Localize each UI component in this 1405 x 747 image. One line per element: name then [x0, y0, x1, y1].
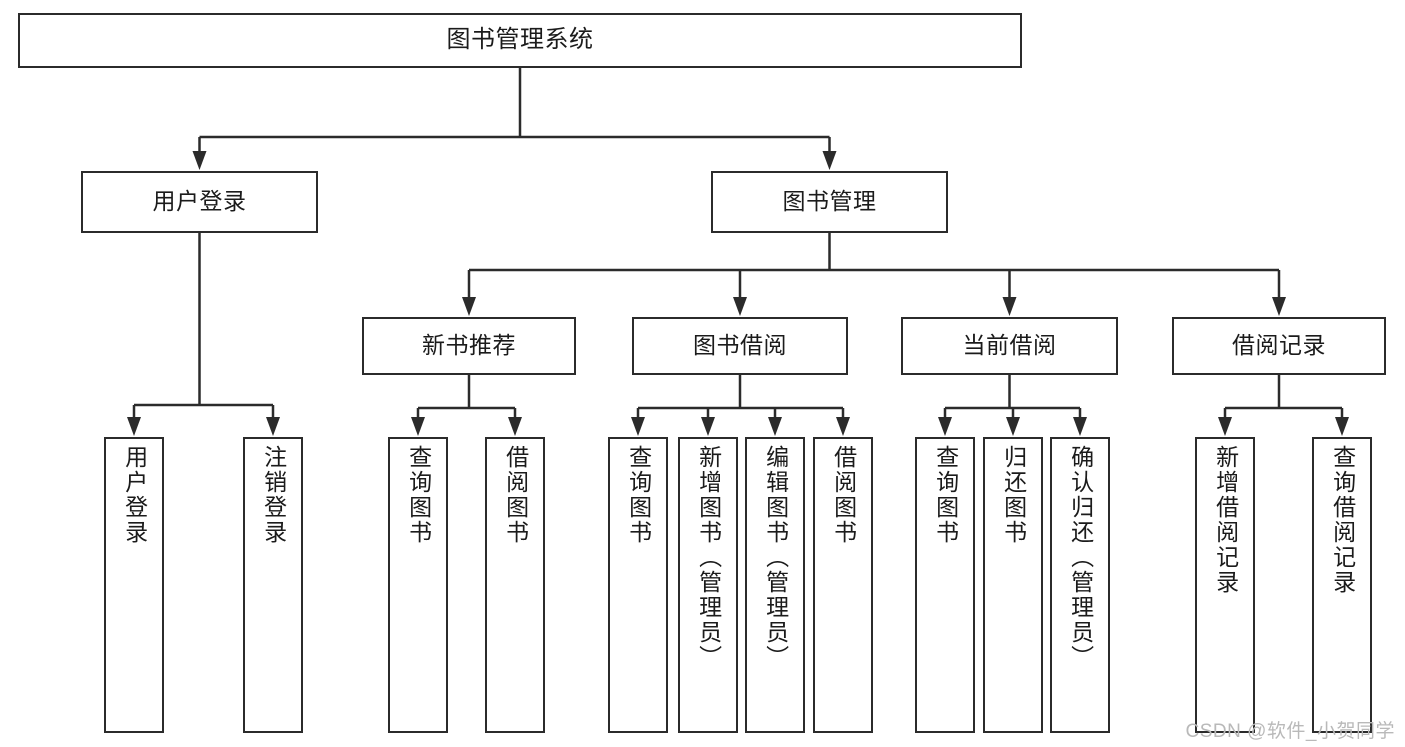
leaf-add-borrow-record[interactable]: 新增借阅记录	[1195, 437, 1255, 733]
node-new-book-recommend[interactable]: 新书推荐	[362, 317, 576, 375]
node-user-login-label: 用户登录	[152, 188, 247, 215]
node-root-label: 图书管理系统	[446, 26, 594, 54]
leaf-logout[interactable]: 注销登录	[243, 437, 303, 733]
node-book-management[interactable]: 图书管理	[711, 171, 948, 233]
leaf-user-login[interactable]: 用户登录	[104, 437, 164, 733]
node-current-borrow[interactable]: 当前借阅	[901, 317, 1118, 375]
leaf-add-book-admin[interactable]: 新增图书（管理员）	[678, 437, 738, 733]
watermark: CSDN @软件_小贺同学	[1185, 721, 1395, 742]
leaf-borrow-book-recommend-label: 借阅图书	[502, 445, 529, 545]
node-borrow-records[interactable]: 借阅记录	[1172, 317, 1386, 375]
node-new-book-recommend-label: 新书推荐	[422, 332, 516, 359]
node-user-login[interactable]: 用户登录	[81, 171, 318, 233]
leaf-query-book-current[interactable]: 查询图书	[915, 437, 975, 733]
leaf-edit-book-admin[interactable]: 编辑图书（管理员）	[745, 437, 805, 733]
leaf-logout-label: 注销登录	[260, 445, 287, 545]
leaf-query-book-recommend[interactable]: 查询图书	[388, 437, 448, 733]
leaf-return-book-label: 归还图书	[1000, 445, 1027, 545]
leaf-add-book-admin-label: 新增图书（管理员）	[695, 445, 722, 670]
node-book-borrow-label: 图书借阅	[693, 332, 787, 359]
node-current-borrow-label: 当前借阅	[962, 332, 1057, 359]
leaf-query-book-borrow-label: 查询图书	[625, 445, 652, 545]
leaf-user-login-label: 用户登录	[121, 445, 148, 545]
node-book-borrow[interactable]: 图书借阅	[632, 317, 848, 375]
leaf-borrow-book-label: 借阅图书	[830, 445, 857, 545]
leaf-borrow-book-recommend[interactable]: 借阅图书	[485, 437, 545, 733]
leaf-return-book[interactable]: 归还图书	[983, 437, 1043, 733]
leaf-query-book-borrow[interactable]: 查询图书	[608, 437, 668, 733]
leaf-borrow-book[interactable]: 借阅图书	[813, 437, 873, 733]
leaf-confirm-return-admin-label: 确认归还（管理员）	[1067, 445, 1094, 670]
node-root[interactable]: 图书管理系统	[18, 13, 1022, 68]
node-borrow-records-label: 借阅记录	[1232, 332, 1326, 359]
leaf-add-borrow-record-label: 新增借阅记录	[1212, 445, 1239, 595]
leaf-query-book-current-label: 查询图书	[932, 445, 959, 545]
node-book-management-label: 图书管理	[782, 188, 877, 215]
leaf-query-book-recommend-label: 查询图书	[405, 445, 432, 545]
leaf-query-borrow-record-label: 查询借阅记录	[1329, 445, 1356, 595]
leaf-query-borrow-record[interactable]: 查询借阅记录	[1312, 437, 1372, 733]
leaf-edit-book-admin-label: 编辑图书（管理员）	[762, 445, 789, 670]
leaf-confirm-return-admin[interactable]: 确认归还（管理员）	[1050, 437, 1110, 733]
